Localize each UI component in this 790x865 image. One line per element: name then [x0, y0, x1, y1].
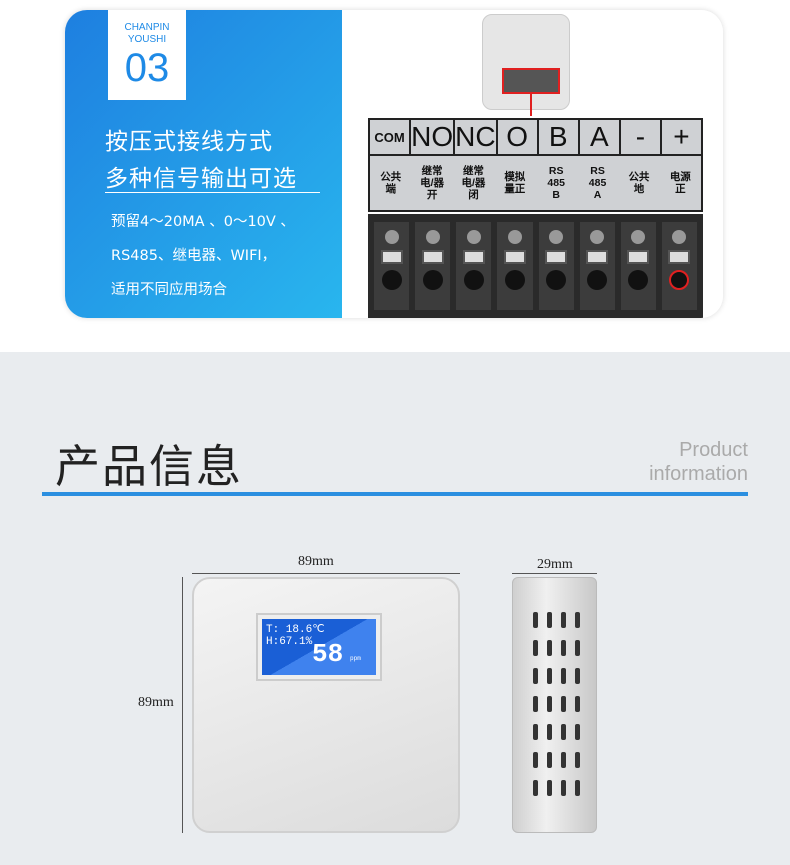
- headline-underline: [105, 192, 320, 193]
- height-dimension-line: [182, 577, 183, 833]
- device-front-image: T: 18.6℃ H:67.1% 58 ppm: [192, 577, 460, 833]
- vent-slot: [561, 724, 566, 740]
- device-back-image: [482, 14, 570, 110]
- lcd-display: T: 18.6℃ H:67.1% 58 ppm: [256, 613, 382, 681]
- vent-slot: [547, 696, 552, 712]
- vent-slot: [533, 612, 538, 628]
- terminal-code: O: [498, 120, 539, 154]
- terminal-code: +: [673, 121, 690, 152]
- terminal-desc: 继常电/器开: [420, 165, 445, 201]
- lcd-unit: ppm: [350, 655, 361, 662]
- badge-number: 03: [124, 46, 170, 90]
- badge-bottom: YOUSHI: [127, 34, 167, 45]
- device-side-image: [512, 577, 597, 833]
- vent-slot: [547, 752, 552, 768]
- width-dimension-line: [192, 573, 460, 574]
- section-title: 产品信息: [55, 440, 244, 493]
- vent-slot: [547, 724, 552, 740]
- title-en-2: information: [649, 463, 748, 485]
- vent-slot: [533, 696, 538, 712]
- terminal-label-table: COM NO NC O B A - + 公共端 继常电/器开 继常电/器闭 模拟…: [368, 118, 703, 212]
- section-divider: [42, 492, 748, 496]
- vent-slot: [561, 696, 566, 712]
- terminal-code: B: [539, 120, 580, 154]
- front-height-label: 89mm: [138, 695, 174, 710]
- terminal-desc: 公共端: [380, 171, 402, 195]
- terminal-code: A: [580, 120, 621, 154]
- terminal-highlight: [502, 68, 560, 94]
- vent-slot: [533, 668, 538, 684]
- vent-slot: [575, 752, 580, 768]
- terminal-desc: RS 485 A: [588, 165, 607, 201]
- vent-slot: [561, 668, 566, 684]
- vent-slot: [575, 612, 580, 628]
- terminal-code: NO: [411, 120, 456, 154]
- title-en-1: Product: [679, 439, 748, 461]
- vent-slot: [575, 696, 580, 712]
- headline-2: 多种信号输出可选: [105, 166, 297, 192]
- vent-slots: [533, 612, 582, 796]
- headline-1: 按压式接线方式: [105, 129, 273, 155]
- vent-slot: [533, 724, 538, 740]
- front-width-label: 89mm: [298, 554, 334, 569]
- terminal-desc: 公共地: [628, 171, 650, 195]
- vent-slot: [575, 780, 580, 796]
- wiring-image: COM NO NC O B A - + 公共端 继常电/器开 继常电/器闭 模拟…: [342, 10, 723, 318]
- vent-slot: [547, 640, 552, 656]
- vent-slot: [575, 724, 580, 740]
- lcd-value: 58: [312, 639, 344, 669]
- terminal-code: -: [621, 120, 662, 154]
- vent-slot: [561, 640, 566, 656]
- vent-slot: [533, 780, 538, 796]
- desc-3: 适用不同应用场合: [111, 282, 227, 298]
- vent-slot: [533, 640, 538, 656]
- vent-slot: [547, 668, 552, 684]
- vent-slot: [575, 640, 580, 656]
- terminal-code: COM: [370, 120, 412, 154]
- arrow-down-icon: [530, 94, 532, 116]
- terminal-desc: 电源正: [669, 171, 691, 195]
- desc-2: RS485、继电器、WIFI，: [111, 248, 277, 264]
- vent-slot: [561, 752, 566, 768]
- vent-slot: [575, 668, 580, 684]
- lcd-temp-humidity: T: 18.6℃ H:67.1%: [266, 624, 325, 648]
- terminal-desc: 继常电/器闭: [461, 165, 486, 201]
- side-depth-label: 29mm: [537, 557, 573, 572]
- vent-slot: [561, 612, 566, 628]
- terminal-code: NC: [455, 120, 498, 154]
- vent-slot: [547, 612, 552, 628]
- depth-dimension-line: [512, 573, 597, 574]
- desc-1: 预留4～20MA 、0～10V 、: [111, 214, 295, 230]
- vent-slot: [533, 752, 538, 768]
- vent-slot: [547, 780, 552, 796]
- badge-top: CHANPIN: [124, 22, 170, 33]
- terminal-block: [368, 214, 703, 318]
- terminal-desc: 模拟量正: [504, 171, 526, 195]
- vent-slot: [561, 780, 566, 796]
- terminal-desc: RS 485 B: [547, 165, 565, 201]
